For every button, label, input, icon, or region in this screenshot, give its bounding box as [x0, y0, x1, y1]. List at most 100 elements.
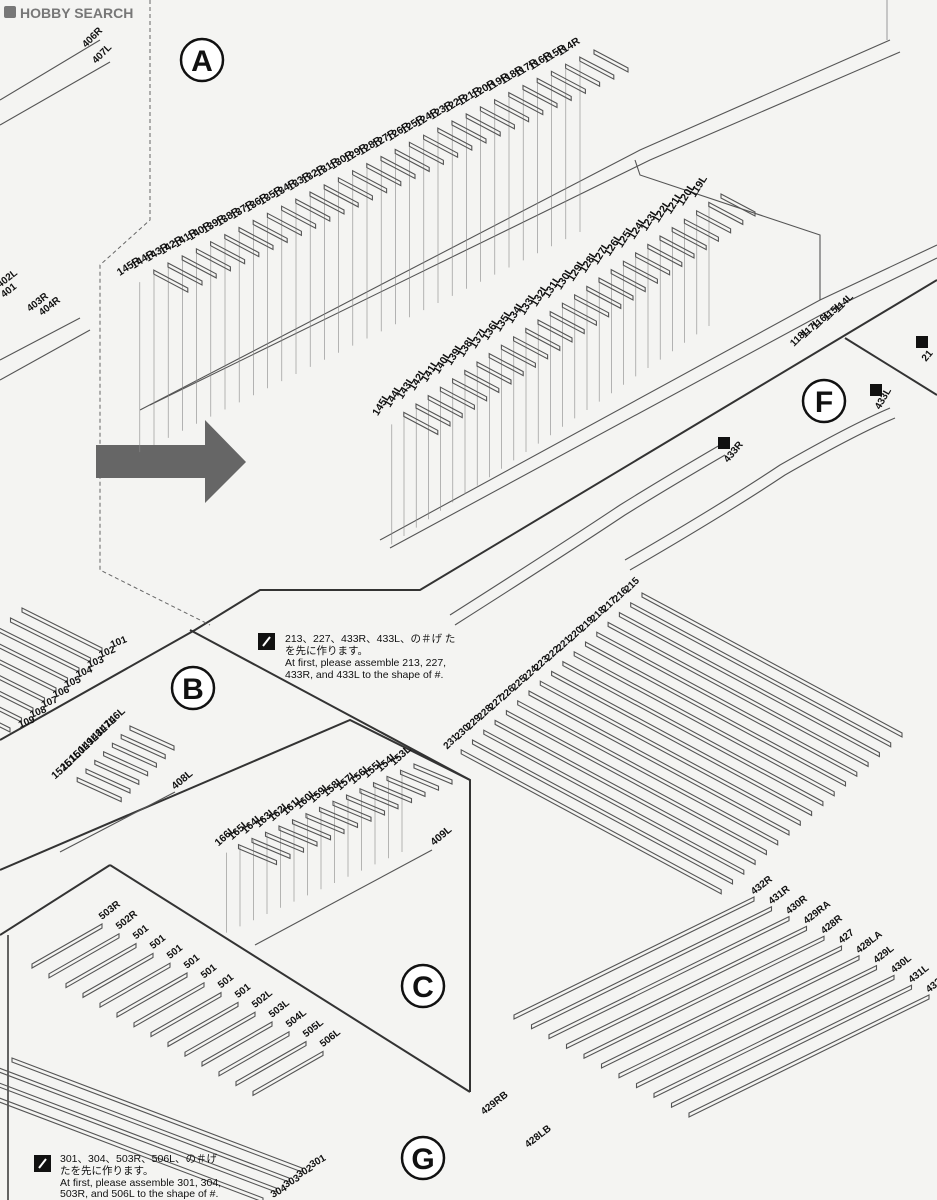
- part-strip: [345, 794, 386, 816]
- part-strip: [295, 198, 331, 223]
- glue-marker-icon: [870, 384, 882, 396]
- part-strip: [618, 611, 880, 758]
- part-strip: [583, 935, 825, 1060]
- part-strip: [565, 63, 601, 88]
- divider-f-right: [844, 337, 937, 396]
- part-501: 501: [167, 982, 253, 1048]
- part-strip: [550, 70, 586, 95]
- part-strip: [251, 837, 291, 860]
- part-106: 106: [0, 675, 72, 703]
- part-strip: [184, 1011, 256, 1058]
- part-strip: [488, 352, 524, 377]
- part-strip: [278, 825, 318, 847]
- part-label: 427: [837, 927, 857, 946]
- part-506l: 506L: [252, 1027, 343, 1097]
- divider-b-f: [189, 629, 471, 1092]
- fuselage-frame-lower-inner: [389, 257, 937, 549]
- part-strip: [688, 994, 930, 1118]
- part-strip: [82, 952, 154, 999]
- part-strip: [366, 162, 402, 187]
- part-strip: [622, 260, 658, 285]
- part-104: 104: [0, 643, 95, 683]
- part-433l-body: [624, 407, 891, 561]
- part-strip: [210, 240, 246, 265]
- note-g-jp: 301、304、503R、506L、の＃げ: [60, 1153, 217, 1165]
- part-strip: [305, 812, 345, 835]
- section-f-assembly: [449, 407, 896, 626]
- part-strip: [352, 169, 388, 194]
- section-label-f: F: [801, 378, 847, 424]
- part-strip: [494, 719, 756, 866]
- part-strip: [0, 659, 57, 693]
- part-strip: [465, 112, 501, 137]
- part-strip: [94, 759, 140, 786]
- part-strip: [437, 127, 473, 152]
- top-left-part-407: [0, 61, 111, 126]
- section-label-b: B: [170, 665, 216, 711]
- part-label: 501: [216, 972, 236, 991]
- parts-layer: 114R115R116R117R118R119R120R121R122R123R…: [0, 25, 937, 1200]
- note-f-jp: 213、227、433R、433L、の＃げ た: [285, 633, 455, 645]
- part-strip: [517, 699, 779, 846]
- part-strip: [266, 212, 302, 237]
- divider-c-left: [0, 864, 111, 936]
- part-label: 501: [148, 933, 168, 952]
- part-433r-body: [449, 444, 721, 616]
- part-409l: 409L: [428, 823, 454, 848]
- part-152l: 152L: [49, 757, 122, 803]
- part-strip: [264, 831, 305, 854]
- part-strip: [471, 739, 734, 885]
- part-strip: [0, 643, 69, 683]
- part-label: 429L: [872, 943, 897, 966]
- note-g-en1: At first, please assemble 301, 304,: [60, 1177, 221, 1189]
- part-433l: 433L: [870, 384, 894, 412]
- part-label: 501: [199, 962, 219, 981]
- part-strip: [584, 641, 847, 787]
- part-strip: [133, 981, 205, 1028]
- part-strip: [403, 411, 439, 436]
- note-f: 213、227、433R、433L、の＃げ た を先に作ります。 At firs…: [258, 633, 455, 681]
- part-429rb: 429RB: [479, 1090, 510, 1118]
- part-21: 21: [916, 336, 936, 364]
- part-strip: [48, 932, 120, 979]
- part-label: 430L: [889, 953, 914, 976]
- part-label: 506L: [318, 1027, 343, 1050]
- part-strip: [696, 209, 732, 234]
- part-strip: [508, 91, 544, 116]
- part-strip: [252, 219, 288, 244]
- part-strip: [167, 1001, 239, 1048]
- part-strip: [579, 56, 615, 81]
- part-label: 431L: [907, 963, 932, 986]
- part-strip: [413, 763, 453, 785]
- part-strip: [427, 394, 463, 419]
- top-left-part-406: [0, 39, 101, 101]
- part-strip: [460, 748, 722, 895]
- part-label: 501: [182, 952, 202, 971]
- part-145r: 145R: [115, 255, 189, 453]
- part-428lb: 428LB: [523, 1123, 553, 1150]
- part-501: 501: [133, 962, 219, 1028]
- top-left-part-404: [0, 329, 91, 381]
- part-strip: [618, 954, 860, 1079]
- part-strip: [513, 896, 755, 1020]
- part-strip: [476, 361, 512, 385]
- divider-c-g: [109, 864, 471, 1093]
- part-strip: [386, 775, 426, 798]
- note-g-en2: 503R, and 506L to the shape of #.: [60, 1188, 218, 1200]
- part-501: 501: [150, 972, 236, 1038]
- svg-text:F: F: [815, 386, 833, 419]
- part-strip: [0, 706, 23, 723]
- logo-mark-icon: [4, 6, 16, 18]
- part-label: 501: [131, 923, 151, 942]
- part-strip: [565, 925, 808, 1050]
- part-strip: [671, 226, 707, 251]
- part-strip: [332, 800, 372, 823]
- part-433r-body-inner: [454, 454, 726, 626]
- note-f-jp2: を先に作ります。: [285, 645, 368, 657]
- top-left-part-403: [0, 317, 81, 361]
- part-strip: [394, 148, 430, 173]
- part-strip: [683, 218, 719, 243]
- section-a-assembly: [0, 39, 937, 549]
- part-407l: 407L: [90, 42, 114, 66]
- part-strip: [309, 191, 345, 215]
